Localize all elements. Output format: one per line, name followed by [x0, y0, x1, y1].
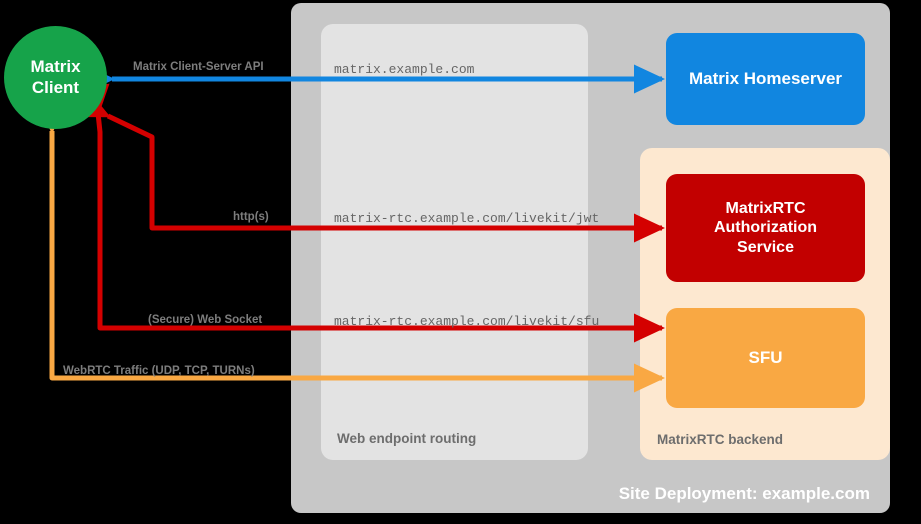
matrix-client-label-line1: Matrix: [30, 57, 81, 77]
matrixrtc-authorization-service-node[interactable]: MatrixRTC Authorization Service: [666, 174, 865, 282]
sfu-endpoint-label: matrix-rtc.example.com/livekit/sfu: [334, 314, 600, 329]
sfu-label: SFU: [748, 347, 783, 367]
auth-label-line2: Authorization: [713, 219, 818, 237]
site-deployment-label: Site Deployment: example.com: [618, 484, 870, 503]
matrix-client-label-line2: Client: [31, 77, 80, 97]
matrix-endpoint-label: matrix.example.com: [334, 62, 475, 77]
web-socket-label: (Secure) Web Socket: [148, 314, 263, 326]
matrix-homeserver-label: Matrix Homeserver: [688, 68, 843, 88]
auth-label-line1: MatrixRTC: [725, 200, 806, 218]
auth-label-line3: Service: [737, 238, 794, 256]
web-endpoint-routing-label: Web endpoint routing: [337, 431, 477, 446]
sfu-node[interactable]: SFU: [666, 308, 865, 408]
matrix-client-node[interactable]: Matrix Client: [4, 26, 107, 129]
web-endpoint-routing-container: Web endpoint routing: [321, 24, 588, 460]
matrixrtc-backend-label: MatrixRTC backend: [657, 432, 784, 447]
https-jwt-label: http(s): [233, 211, 269, 223]
matrix-homeserver-node[interactable]: Matrix Homeserver: [666, 33, 865, 125]
jwt-endpoint-label: matrix-rtc.example.com/livekit/jwt: [334, 211, 600, 226]
matrixrtc-authorization-service-label: MatrixRTC Authorization Service: [714, 199, 817, 257]
webrtc-traffic-label: WebRTC Traffic (UDP, TCP, TURNs): [63, 365, 255, 377]
client-server-api-label: Matrix Client-Server API: [133, 61, 264, 73]
